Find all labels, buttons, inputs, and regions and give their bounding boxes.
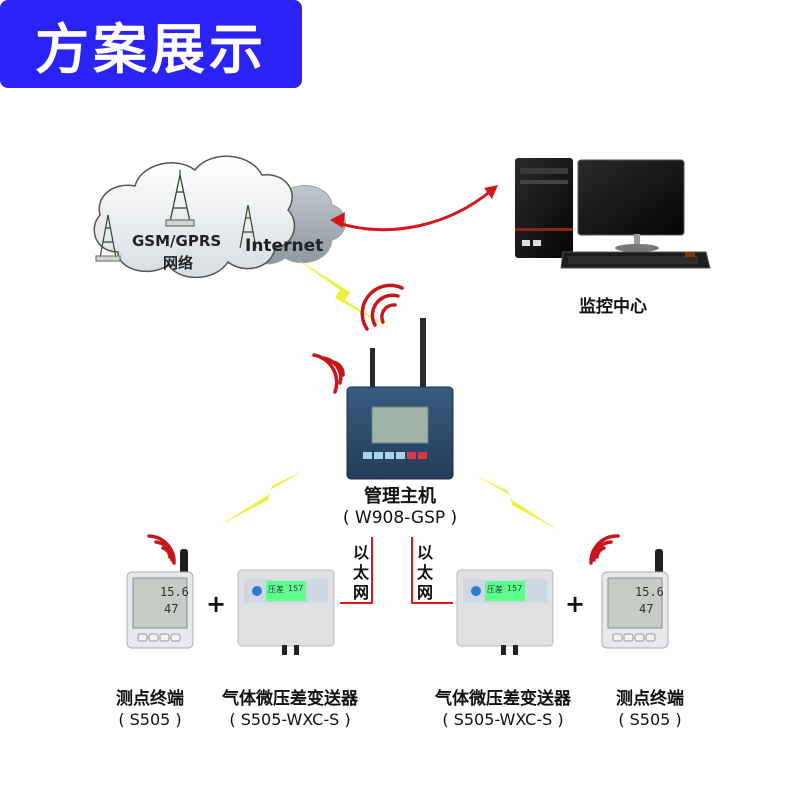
ethernet-line-right <box>411 537 453 604</box>
keyboard-icon <box>560 251 711 269</box>
plus-sign-left: + <box>206 590 227 618</box>
terminal-left-name: 测点终端 <box>116 689 184 709</box>
ethernet-label-right: 以 太 网 <box>416 543 433 602</box>
gsm-cloud <box>93 155 296 279</box>
internet-label: Internet <box>245 236 324 256</box>
cell-tower-icon <box>95 214 121 262</box>
monitoring-center-label: 监控中心 <box>579 297 647 317</box>
wireless-signal-icon <box>147 534 176 565</box>
terminal-right-name: 测点终端 <box>616 689 684 709</box>
transmitter-right-display-value: 157 <box>507 584 523 593</box>
bidirectional-arrow <box>330 185 498 232</box>
terminal-left-humidity: 47 <box>164 602 179 616</box>
title-banner: 方案展示 <box>0 0 302 88</box>
terminal-left-temp: 15.6 <box>160 585 189 599</box>
plus-sign-right: + <box>565 590 586 618</box>
transmitter-left-name: 气体微压差变送器 <box>222 689 358 709</box>
network-sublabel: 网络 <box>163 254 194 272</box>
wireless-link-bolt <box>475 475 558 530</box>
wireless-signal-icon <box>589 534 620 565</box>
ethernet-line-left <box>340 537 373 604</box>
transmitter-device-right <box>456 569 554 655</box>
host-name: 管理主机 <box>364 486 436 507</box>
terminal-left-model: ( S505 ) <box>118 710 182 729</box>
network-label: GSM/GPRS <box>132 232 222 250</box>
terminal-device-right <box>601 549 669 649</box>
management-host-device <box>346 318 454 480</box>
wireless-link-bolt <box>220 470 305 525</box>
transmitter-left-display-value: 157 <box>288 584 304 593</box>
terminal-right-model: ( S505 ) <box>618 710 682 729</box>
cell-tower-icon <box>239 204 257 249</box>
wireless-link-bolt <box>295 258 392 330</box>
terminal-device-left <box>126 549 194 649</box>
host-model: ( W908-GSP ) <box>342 508 458 528</box>
terminal-right-humidity: 47 <box>639 602 654 616</box>
ethernet-label-left: 以 太 网 <box>352 543 369 602</box>
transmitter-left-display-label: 压差 <box>268 585 284 594</box>
monitor-icon <box>577 159 685 252</box>
terminal-right-temp: 15.6 <box>635 585 664 599</box>
wireless-signal-icon <box>360 283 404 331</box>
wireless-signal-icon <box>312 353 345 394</box>
transmitter-right-name: 气体微压差变送器 <box>435 689 571 709</box>
transmitter-right-model: ( S505-WXC-S ) <box>442 710 564 729</box>
transmitter-right-display-label: 压差 <box>487 585 503 594</box>
transmitter-left-model: ( S505-WXC-S ) <box>229 710 351 729</box>
cell-tower-icon <box>165 170 195 227</box>
transmitter-device-left <box>237 569 335 655</box>
computer-tower-icon <box>515 158 573 258</box>
